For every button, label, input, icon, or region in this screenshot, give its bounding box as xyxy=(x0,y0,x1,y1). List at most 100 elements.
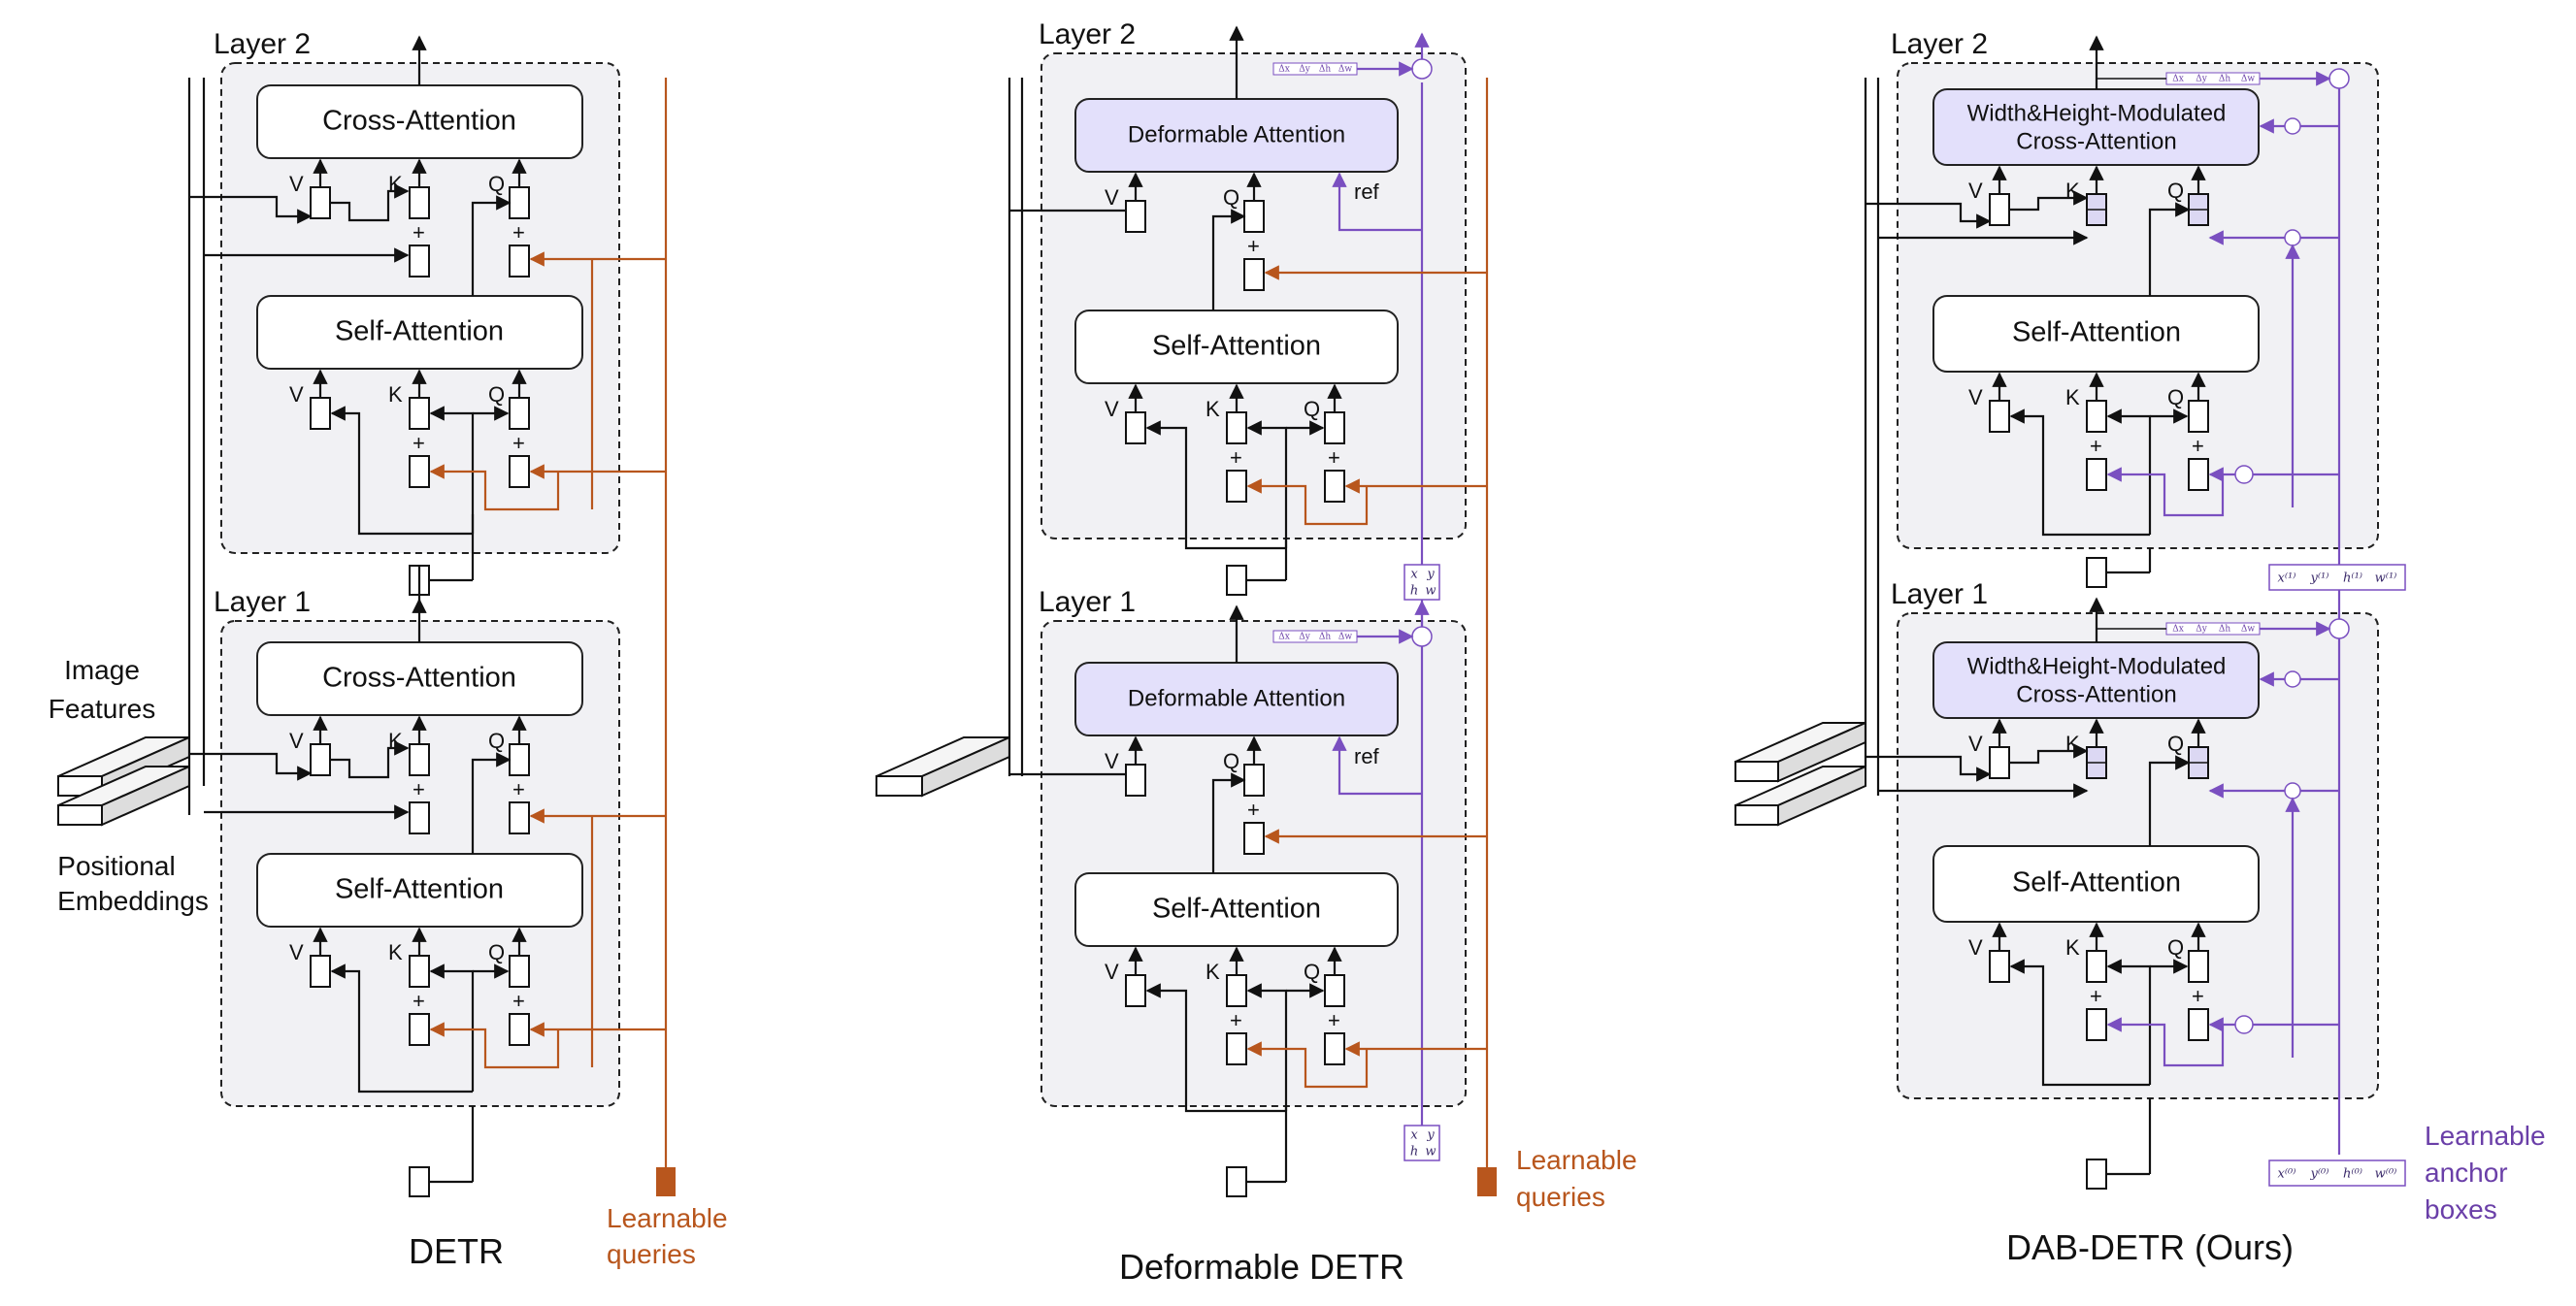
dab-anchor-label-1: Learnable xyxy=(2425,1121,2546,1151)
dab-l2-self-v-token xyxy=(1989,400,2010,433)
deformable-mid-token xyxy=(1226,565,1247,596)
deformable-layer2-box xyxy=(1040,52,1467,539)
deformable-caption: Deformable DETR xyxy=(1119,1247,1404,1287)
svg-text:w: w xyxy=(1425,584,1436,599)
detr-caption: DETR xyxy=(409,1231,504,1271)
detr-l1-cross-q-label: Q xyxy=(488,729,505,753)
svg-text:Δw: Δw xyxy=(1338,65,1352,75)
detr-l2-cross-q-plus: + xyxy=(512,220,525,245)
dab-l2-self-v-label: V xyxy=(1968,385,1983,409)
deformable-ref-box-0: x y h w xyxy=(1404,1125,1440,1161)
dab-l1-self-k-plus: + xyxy=(2090,984,2102,1008)
def-l2-self-q-plus: + xyxy=(1328,445,1340,470)
def-l2-self-q-label: Q xyxy=(1304,397,1320,421)
svg-text:Δh: Δh xyxy=(2219,625,2230,635)
positional-label-2: Embeddings xyxy=(57,886,209,916)
dab-l2-mod-dot-1 xyxy=(2284,117,2301,135)
dab-cross-attention-1-l1: Width&Height-Modulated xyxy=(1967,653,2227,679)
def-l1-cross-q-plus: + xyxy=(1247,798,1260,822)
dab-l1-cross-q-label: Q xyxy=(2167,732,2184,756)
def-l1-cross-q-pos-token xyxy=(1243,822,1265,855)
def-l1-self-k-label: K xyxy=(1205,960,1220,984)
detr-l1-self-v-token xyxy=(310,955,331,988)
detr-l1-cross-v-label: V xyxy=(289,729,304,753)
dab-cross-attention-1-l2: Cross-Attention xyxy=(2016,681,2176,707)
dab-l2-cross-v-token xyxy=(1989,193,2010,226)
detr-l1-self-q-plus: + xyxy=(512,989,525,1013)
dab-anchor-label-2: anchor xyxy=(2425,1158,2508,1188)
svg-text:y: y xyxy=(1426,568,1435,582)
svg-text:x⁽¹⁾: x⁽¹⁾ xyxy=(2278,571,2296,586)
def-l2-self-q-pos-token xyxy=(1324,470,1345,503)
def-l1-cross-q-token xyxy=(1243,764,1265,797)
detr-l2-cross-q-token xyxy=(509,186,530,219)
dab-l1-cross-k-label: K xyxy=(2065,732,2080,756)
svg-text:y⁽⁰⁾: y⁽⁰⁾ xyxy=(2310,1167,2329,1182)
dab-anchor-box-0: x⁽⁰⁾ y⁽⁰⁾ h⁽⁰⁾ w⁽⁰⁾ xyxy=(2268,1159,2406,1187)
detr-l2-self-v-label: V xyxy=(289,382,304,407)
detr-l2-self-k-token xyxy=(409,397,430,430)
def-l1-cross-v-label: V xyxy=(1105,749,1119,773)
def-l1-sum-circle xyxy=(1411,626,1433,647)
def-l2-self-k-token xyxy=(1226,411,1247,444)
svg-text:x: x xyxy=(1410,1128,1418,1143)
dab-l2-self-k-plus: + xyxy=(2090,434,2102,458)
svg-text:Δw: Δw xyxy=(1338,633,1352,642)
def-l1-self-v-token xyxy=(1125,974,1146,1007)
deformable-layer1-label: Layer 1 xyxy=(1039,586,1136,618)
ref-label-2: ref xyxy=(1354,180,1380,204)
detr-l2-cross-k-plus: + xyxy=(413,220,425,245)
def-l1-cross-q-label: Q xyxy=(1223,749,1239,773)
def-l2-cross-q-label: Q xyxy=(1223,185,1239,210)
detr-l1-self-k-plus: + xyxy=(413,989,425,1013)
deformable-queries-token xyxy=(1477,1167,1497,1196)
image-features-label-2: Features xyxy=(49,694,156,724)
def-l2-self-v-token xyxy=(1125,411,1146,444)
deformable-ref-box-1: x y h w xyxy=(1404,564,1440,601)
deformable-self-attention-2 xyxy=(1074,310,1399,384)
dab-cross-attention-2-l2: Cross-Attention xyxy=(2016,128,2176,154)
def-l2-cross-v-label: V xyxy=(1105,185,1119,210)
dab-cross-attention-2-l1: Width&Height-Modulated xyxy=(1967,100,2227,126)
dab-l2-cross-v-label: V xyxy=(1968,179,1983,203)
dab-l2-mod-dot-2 xyxy=(2284,229,2301,246)
deformable-layer2-label: Layer 2 xyxy=(1039,18,1136,50)
svg-text:w⁽⁰⁾: w⁽⁰⁾ xyxy=(2375,1167,2397,1182)
deformable-attention-1-label: Deformable Attention xyxy=(1128,685,1345,711)
detr-self-attention-2 xyxy=(256,295,583,370)
dab-self-attention-1-label: Self-Attention xyxy=(2012,867,2181,898)
dab-l2-cross-q-label: Q xyxy=(2167,179,2184,203)
dab-l1-self-k-token xyxy=(2086,950,2107,983)
def-l2-cross-q-plus: + xyxy=(1247,234,1260,258)
deformable-learnable-1: Learnable xyxy=(1516,1145,1637,1175)
def-l2-cross-q-pos-token xyxy=(1243,258,1265,291)
svg-text:h⁽⁰⁾: h⁽⁰⁾ xyxy=(2343,1167,2362,1182)
def-l2-self-k-label: K xyxy=(1205,397,1220,421)
detr-l1-self-k-label: K xyxy=(388,940,403,964)
dab-input-token xyxy=(2086,1159,2107,1190)
detr-cross-attention-2-label: Cross-Attention xyxy=(322,106,516,137)
dab-panel: Layer 2 Width&Height-Modulated Cross-Att… xyxy=(1734,28,2546,1267)
def-l1-self-k-pos-token xyxy=(1226,1032,1247,1065)
def-l1-cross-v-token xyxy=(1125,764,1146,797)
svg-text:y⁽¹⁾: y⁽¹⁾ xyxy=(2310,571,2329,586)
dab-l2-self-q-pos-token xyxy=(2188,458,2209,491)
dab-l1-self-q-pos-token xyxy=(2188,1008,2209,1041)
svg-text:x: x xyxy=(1410,568,1418,582)
detr-l1-cross-k-label: K xyxy=(388,729,403,753)
detr-l1-cross-q-pos-token xyxy=(509,801,530,834)
detr-l1-cross-k-plus: + xyxy=(413,777,425,801)
dab-l1-mod-dot-2 xyxy=(2284,782,2301,800)
dab-l1-self-v-label: V xyxy=(1968,935,1983,960)
svg-text:Δx: Δx xyxy=(2172,625,2184,635)
svg-text:Δy: Δy xyxy=(2196,625,2207,635)
svg-text:h: h xyxy=(1410,584,1418,599)
dab-l1-sum-circle xyxy=(2328,618,2350,639)
svg-text:Δh: Δh xyxy=(1319,65,1331,75)
dab-caption: DAB-DETR (Ours) xyxy=(2006,1227,2294,1267)
detr-l2-cross-k-label: K xyxy=(388,172,403,196)
detr-l1-cross-q-plus: + xyxy=(512,777,525,801)
learnable-queries-token xyxy=(656,1167,676,1196)
dab-l1-self-k-label: K xyxy=(2065,935,2080,960)
